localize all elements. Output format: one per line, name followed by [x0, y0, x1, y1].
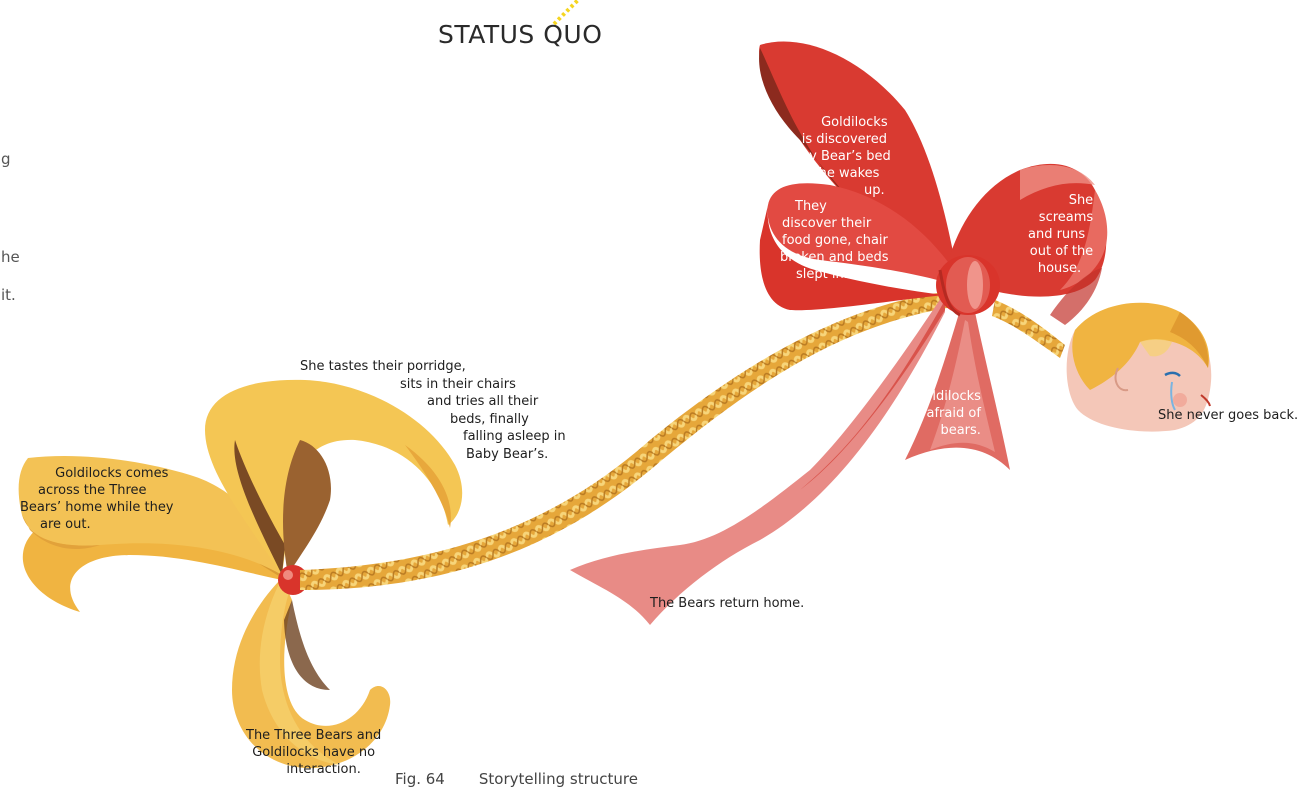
figure-caption: Fig. 64 Storytelling structure: [395, 770, 638, 788]
label-discovered: Goldilocks is discovered in Baby Bear’s …: [768, 114, 891, 199]
label-status-quo-bottom: The Three Bears and Goldilocks have no i…: [246, 727, 381, 778]
margin-fragment: he: [1, 248, 20, 266]
margin-fragment: it.: [1, 286, 16, 304]
label-status-quo-left: Goldilocks comes across the Three Bears’…: [20, 465, 174, 533]
figure-number: Fig. 64: [395, 770, 445, 788]
label-never-goes-back: She never goes back.: [1158, 407, 1298, 424]
figure-title: Storytelling structure: [479, 770, 638, 788]
label-bears-return: The Bears return home.: [650, 595, 804, 612]
page-title: STATUS QUO: [438, 20, 602, 49]
label-discover: They discover their food gone, chair bro…: [768, 198, 889, 283]
label-screams: She screams and runs out of the house.: [1028, 192, 1093, 277]
margin-fragment: g: [1, 150, 11, 168]
label-afraid: Goldilocks is afraid of bears.: [912, 388, 981, 439]
label-porridge: She tastes their porridge, sits in their…: [300, 358, 566, 463]
